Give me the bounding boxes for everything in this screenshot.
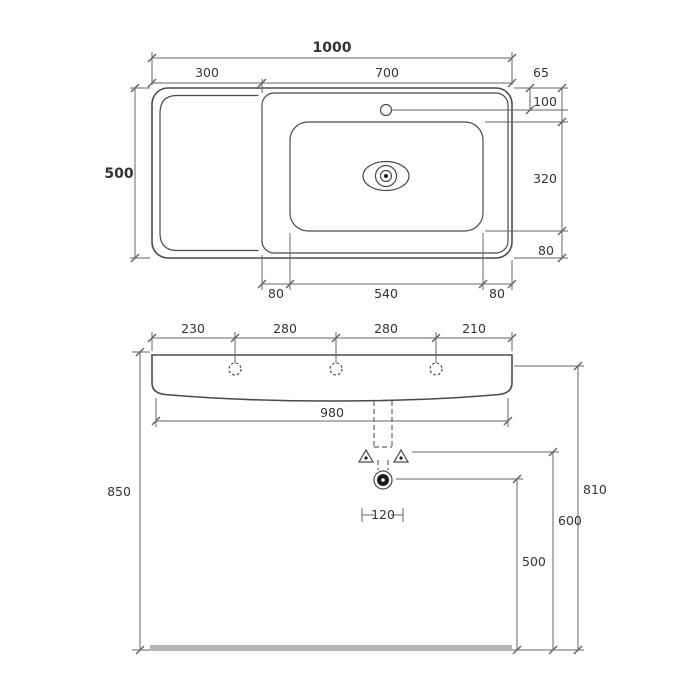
- basin-front-profile: [151, 354, 513, 402]
- tick-icon: [331, 333, 341, 343]
- tick-icon: [151, 416, 161, 426]
- dim-hole-spacing-1: 280: [273, 321, 297, 336]
- tick-icon: [147, 53, 157, 63]
- tick-icon: [512, 474, 522, 484]
- tick-icon: [478, 279, 488, 289]
- tap-hole: [379, 103, 393, 117]
- tick-icon: [130, 83, 140, 93]
- tick-icon: [548, 645, 558, 655]
- dim-bowl-width: 540: [374, 286, 398, 301]
- tick-icon: [257, 78, 267, 88]
- dim-underside-width: 980: [320, 405, 344, 420]
- tick-icon: [512, 645, 522, 655]
- tick-icon: [573, 645, 583, 655]
- drain-ring-outer: [374, 164, 398, 188]
- front-view-dimension-lines: [132, 332, 584, 651]
- dim-outlet-height: 500: [522, 554, 546, 569]
- drain-center-dot: [384, 174, 388, 178]
- basin-outer-outline: [151, 87, 513, 259]
- waste-pipe-hidden-lines: [373, 401, 393, 470]
- connection-symbols: [357, 448, 410, 463]
- tick-icon: [507, 78, 517, 88]
- tick-icon: [507, 279, 517, 289]
- dim-bowl-left-offset: 80: [268, 286, 284, 301]
- tick-icon: [548, 447, 558, 457]
- tick-icon: [525, 105, 535, 115]
- connection-triangle-left-icon: [357, 448, 375, 463]
- tick-icon: [503, 416, 513, 426]
- dim-trap-inlet-height: 600: [558, 513, 582, 528]
- connection-triangle-left-dot: [364, 456, 368, 460]
- drain-ring-inner: [379, 169, 393, 183]
- dim-basin-width: 700: [375, 65, 399, 80]
- tick-icon: [525, 83, 535, 93]
- dim-shelf-width: 300: [195, 65, 219, 80]
- dim-hole-spacing-2: 280: [374, 321, 398, 336]
- waste-outlet: [373, 470, 393, 490]
- top-view: 1000 300 700 500 65 100 320 80 80 540 80: [104, 40, 568, 301]
- tick-icon: [557, 253, 567, 263]
- dim-underside-height: 810: [583, 482, 607, 497]
- tick-icon: [257, 279, 267, 289]
- bowl-outline: [289, 121, 484, 232]
- tick-icon: [135, 347, 145, 357]
- waste-outlet-center: [381, 478, 385, 482]
- dim-hole-left-offset: 230: [181, 321, 205, 336]
- tick-icon: [431, 333, 441, 343]
- dim-overall-width: 1000: [313, 40, 352, 56]
- waste-outlet-ring: [373, 470, 393, 490]
- tick-icon: [557, 83, 567, 93]
- dim-hole-right-offset: 210: [462, 321, 486, 336]
- fixing-hole-left: [228, 362, 242, 376]
- drain-plan: [362, 160, 410, 192]
- dim-bowl-right-offset: 80: [489, 286, 505, 301]
- tick-icon: [230, 333, 240, 343]
- tick-icon: [507, 53, 517, 63]
- tick-icon: [147, 78, 157, 88]
- shelf-edge-contour: [159, 94, 259, 252]
- top-view-dimension-lines: [130, 52, 568, 290]
- dim-rim-height: 850: [107, 484, 131, 499]
- tick-icon: [557, 226, 567, 236]
- fixing-hole-center: [329, 362, 343, 376]
- tick-icon: [285, 279, 295, 289]
- dim-bowl-bottom-offset: 80: [538, 243, 554, 258]
- tick-icon: [135, 645, 145, 655]
- tick-icon: [147, 333, 157, 343]
- dim-outlet-offset: 120: [371, 507, 395, 522]
- tick-icon: [507, 333, 517, 343]
- connection-triangle-right-dot: [399, 456, 403, 460]
- connection-triangle-right-icon: [392, 448, 410, 463]
- fixing-hole-right: [429, 362, 443, 376]
- basin-section-outline: [261, 92, 509, 254]
- dimension-tick-marks: [130, 53, 583, 655]
- dim-tap-hole-offset: 65: [533, 65, 549, 80]
- dim-bowl-depth: 320: [533, 171, 557, 186]
- tick-icon: [573, 361, 583, 371]
- tick-icon: [557, 117, 567, 127]
- dim-bowl-top-offset: 100: [533, 94, 557, 109]
- dim-depth: 500: [104, 166, 133, 182]
- front-view: 230 280 280 210 980 850 810 600 500 120: [107, 321, 607, 651]
- tick-icon: [130, 253, 140, 263]
- drain-recess: [362, 160, 410, 192]
